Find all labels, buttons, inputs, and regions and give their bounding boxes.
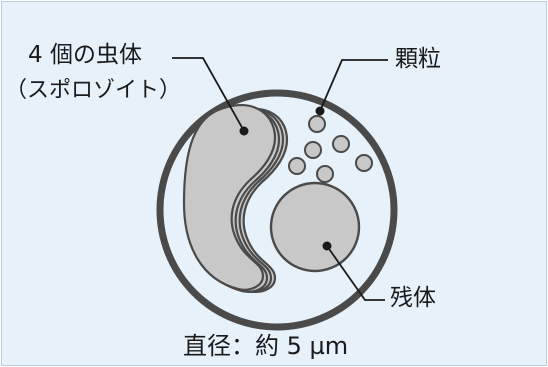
granule [316,165,334,183]
granule [355,154,373,172]
leader-lines [172,57,388,301]
granules-label: 顆粒 [395,46,441,72]
granule-leader [319,59,388,112]
sporozoite-stack [182,104,289,293]
diameter-caption: 直径：約 5 µm [183,332,349,360]
granule [332,135,350,153]
granules [288,115,373,183]
oocyst-wall [156,89,398,331]
granule [304,141,322,159]
sporozoites-label: 4 個の虫体 [28,42,142,68]
residual-leader [326,245,385,301]
sporozoites-sublabel: （スポロゾイト） [5,78,182,103]
leader-dots [239,106,332,251]
residual-body-label: 残体 [390,285,436,311]
sporozoite-leader-dot [239,126,249,136]
residual-leader-dot [322,241,332,251]
granule [288,157,306,175]
sporozoite-1 [182,104,277,291]
granule [308,115,326,133]
sporozoite-leader [172,57,245,132]
granule-leader-dot [315,106,325,116]
residual-body [269,181,361,273]
